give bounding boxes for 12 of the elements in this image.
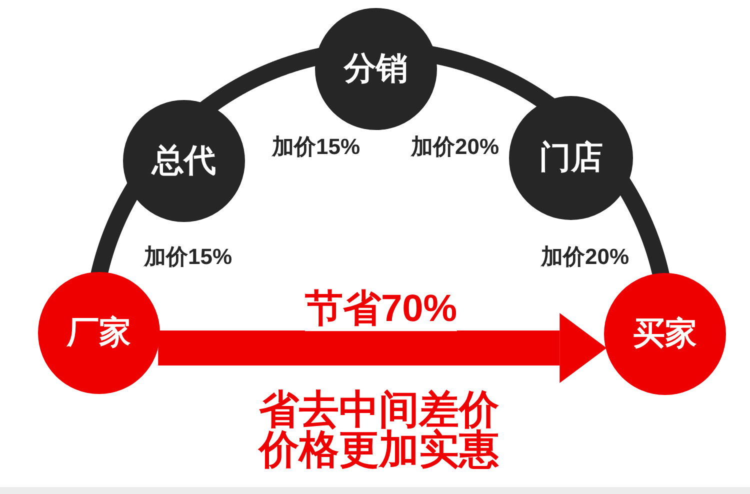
node-label: 分销: [344, 51, 408, 87]
edge-label: 加价20%: [410, 134, 500, 160]
edge-label: 加价15%: [272, 134, 360, 160]
edge-label: 加价20%: [540, 244, 630, 270]
node-label: 厂家: [67, 315, 131, 351]
slogan-text: 省去中间差价价格更加实惠: [257, 390, 500, 470]
node-label: 总代: [152, 143, 216, 179]
edge-label: 节省70%: [304, 289, 458, 331]
node-label: 门店: [539, 140, 603, 176]
node-label: 买家: [633, 316, 697, 352]
edge-label: 加价15%: [144, 244, 232, 270]
block-arrow: [158, 313, 607, 383]
